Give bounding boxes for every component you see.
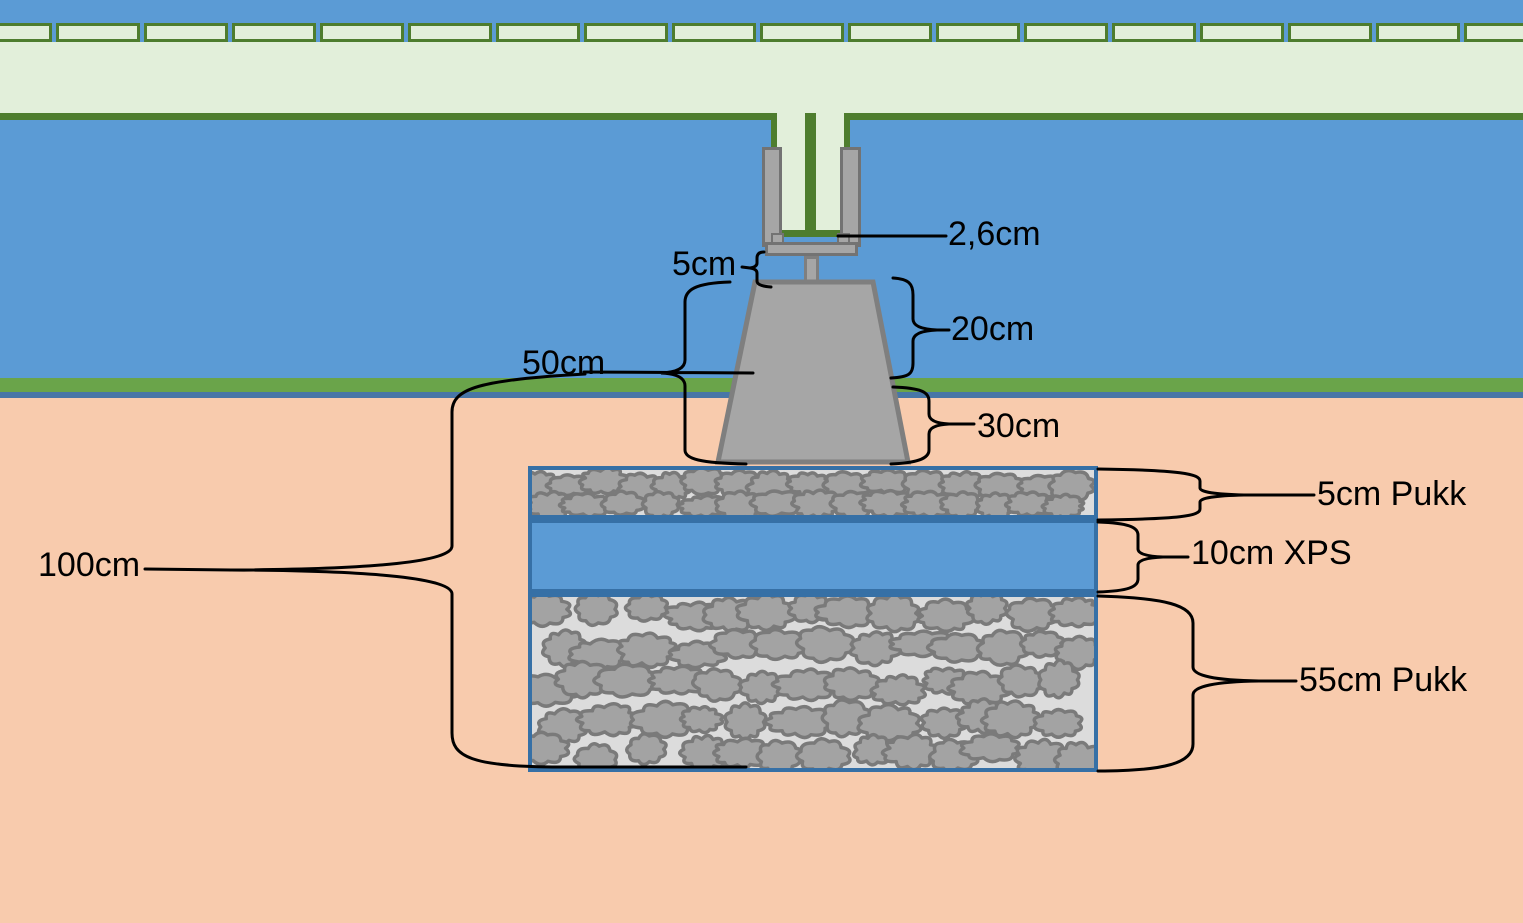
deck-board [408,23,492,42]
gravel-stone [770,667,839,703]
callout-footing-total: 50cm [522,344,606,382]
deck-board [56,23,140,42]
deck-board [320,23,404,42]
gravel-stone [625,732,668,767]
gravel-stone [1003,490,1056,515]
gravel-stone [1018,629,1066,659]
gravel-stone [880,732,941,768]
gravel-stone [532,597,573,629]
grass-strip [0,378,1523,392]
deck-board [672,23,756,42]
gravel-stone [974,491,1016,515]
callout-insulation: 10cm XPS [1191,534,1352,572]
deck-board [936,23,1020,42]
callout-excavation-depth: 100cm [38,546,141,584]
deck-post [771,113,850,237]
gravel-stone [1032,707,1084,739]
gravel-stone [748,489,806,515]
gravel-stone [572,742,619,768]
xps-insulation-layer [528,519,1098,593]
deck-board [1464,23,1523,42]
gravel-stone [573,597,619,628]
gravel-stone [996,663,1047,699]
deck-beam [0,42,1523,120]
deck-board [144,23,228,42]
deck-board [1112,23,1196,42]
gravel-stone [678,705,725,735]
deck-board [232,23,316,42]
gravel-stone [1047,597,1094,629]
callout-plate-gap: 2,6cm [948,215,1041,253]
deck-board [1024,23,1108,42]
post-bracket-left-plate [762,147,782,247]
post-bracket-right-tab [837,233,850,244]
gravel-stone [938,490,985,515]
callout-above-ground: 20cm [951,310,1035,348]
post-anchor-stem [804,256,819,285]
deck-board [1200,23,1284,42]
gravel-stone [865,597,922,634]
gravel-stone [1004,597,1061,634]
gravel-layer-top [528,466,1098,519]
gravel-stone [851,732,894,767]
gravel-stone [615,631,678,669]
gravel-stone [794,624,856,665]
gravel-stone [1047,470,1094,504]
gravel-stone [748,627,809,662]
post-bracket-right-plate [840,147,861,247]
deck-boards [0,23,1523,42]
deck-board [1376,23,1460,42]
deck-board [584,23,668,42]
gravel-stone [979,699,1041,740]
gravel-stone [723,701,768,742]
gravel-stone [858,488,915,515]
post-bracket-left-tab [771,233,784,244]
deck-board [760,23,844,42]
gravel-stone [755,738,804,768]
post-center-divider [805,113,816,230]
callout-post-stem: 5cm [672,245,737,283]
callout-gravel-base: 55cm Pukk [1299,661,1468,699]
gravel-stone [869,673,927,707]
gravel-stone [640,489,681,515]
gravel-stone [822,666,882,703]
gravel-stone [925,632,987,664]
gravel-stone [965,597,1009,626]
gravel-stone [599,489,646,515]
gravel-stone [1053,634,1094,672]
callout-below-ground: 30cm [977,407,1061,445]
gravel-texture-top [532,470,1094,515]
gravel-stone [848,630,903,668]
gravel-stone [623,597,670,623]
post-bracket-bottom-plate [765,242,858,256]
gravel-stone [1037,658,1081,700]
gravel-stone [1052,740,1094,768]
gravel-stone [916,597,977,634]
gravel-stone [763,704,837,740]
gravel-stone [790,488,842,515]
gravel-stone [794,736,852,768]
gravel-texture-bottom [532,597,1094,768]
deck-board [848,23,932,42]
gravel-layer-bottom [528,593,1098,772]
callout-gravel-top: 5cm Pukk [1317,475,1467,513]
deck-board [0,23,52,42]
deck-board [496,23,580,42]
deck-board [1288,23,1372,42]
gravel-stone [574,702,639,738]
gravel-stone [958,732,1022,764]
gravel-stone [813,597,878,630]
gravel-stone [1040,492,1086,515]
gravel-stone [690,667,744,703]
